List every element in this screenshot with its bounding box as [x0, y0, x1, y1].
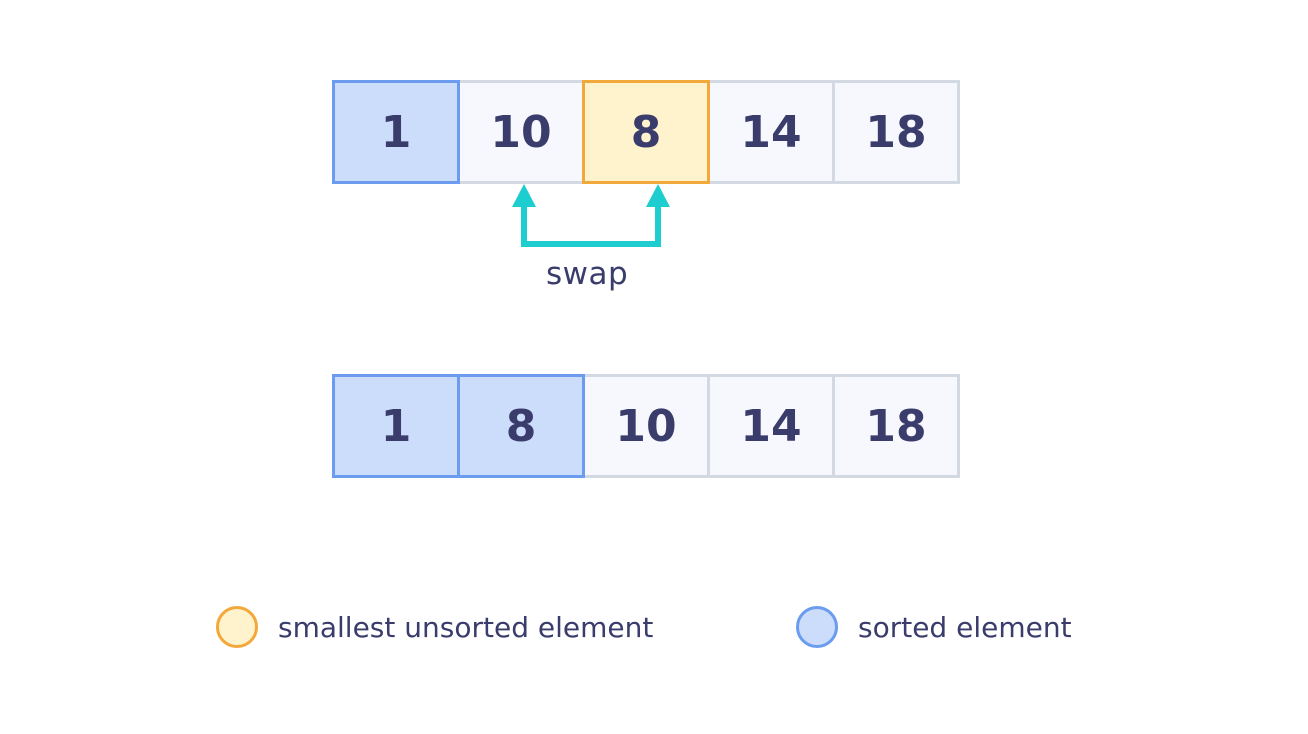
legend-label: sorted element	[858, 610, 1072, 644]
array-before-swap: 1 10 8 14 18	[332, 80, 960, 184]
legend-swatch-smallest	[216, 606, 258, 648]
array-cell: 10	[457, 80, 585, 184]
array-cell: 1	[332, 374, 460, 478]
legend-label: smallest unsorted element	[278, 610, 654, 644]
array-cell: 10	[582, 374, 710, 478]
array-cell: 18	[832, 80, 960, 184]
array-cell: 14	[707, 374, 835, 478]
array-cell: 8	[457, 374, 585, 478]
legend-item-sorted: sorted element	[796, 606, 1072, 648]
legend-item-smallest: smallest unsorted element	[216, 606, 653, 648]
array-after-swap: 1 8 10 14 18	[332, 374, 960, 478]
swap-label: swap	[546, 256, 629, 292]
legend-swatch-sorted	[796, 606, 838, 648]
array-cell: 8	[582, 80, 710, 184]
array-cell: 1	[332, 80, 460, 184]
array-cell: 18	[832, 374, 960, 478]
